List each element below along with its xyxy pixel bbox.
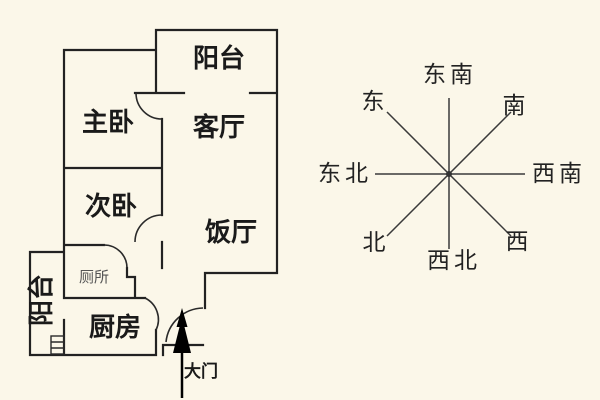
label-dining-room: 饭厅 — [205, 218, 257, 248]
compass-rose: 东南 东 南 东北 西南 北 西 西北 — [318, 62, 586, 274]
compass-label-left: 东北 — [318, 161, 372, 187]
label-master-bedroom: 主卧 — [82, 108, 134, 138]
compass-label-upper-left: 东 — [362, 89, 389, 115]
kitchen-door-arc — [144, 297, 160, 331]
compass-center-dot — [446, 171, 452, 177]
compass-label-right: 西南 — [532, 161, 586, 187]
entrance-arrow — [173, 308, 191, 398]
compass-label-bottom: 西北 — [427, 248, 481, 274]
compass-label-upper-right: 南 — [503, 93, 530, 119]
label-living-room: 客厅 — [193, 112, 245, 143]
label-balcony-top: 阳台 — [193, 43, 245, 74]
compass-label-lower-right: 西 — [506, 229, 533, 255]
toilet-door-arc — [103, 244, 128, 269]
label-toilet: 厕所 — [79, 268, 109, 286]
compass-label-lower-left: 北 — [363, 230, 390, 256]
balcony-fixture — [50, 335, 65, 355]
label-entrance: 大门 — [184, 361, 218, 382]
label-side-balcony: 阳台 — [26, 274, 57, 326]
label-second-bedroom: 次卧 — [85, 192, 137, 222]
compass-label-top: 东南 — [423, 62, 477, 88]
second-bedroom-door-arc — [134, 214, 163, 243]
master-bedroom-door-arc — [135, 92, 163, 120]
entrance-door-arc — [165, 307, 204, 343]
label-kitchen: 厨房 — [89, 313, 141, 343]
